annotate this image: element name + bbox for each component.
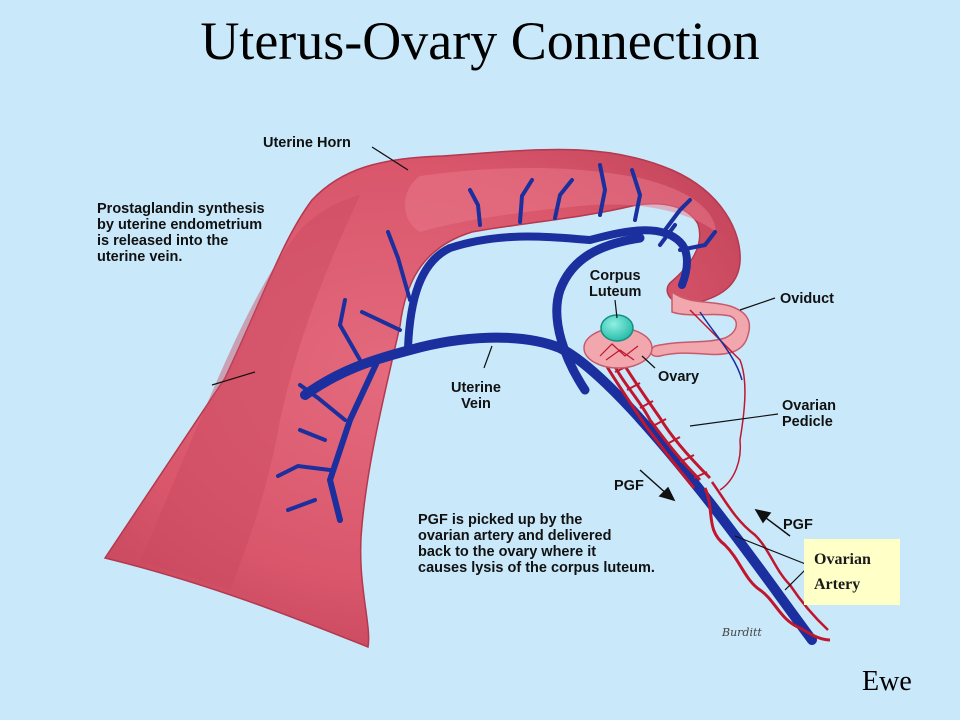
uterine-vein-label-line: Vein <box>461 396 491 412</box>
uterine-vein-label: Uterine Vein <box>451 380 501 412</box>
pgf-left-label: PGF <box>614 478 644 494</box>
oviduct-vessels <box>689 309 746 491</box>
species-label: Ewe <box>862 666 912 697</box>
prostaglandin-note-line: by uterine endometrium <box>97 217 263 233</box>
slide-title: Uterus-Ovary Connection <box>200 11 760 71</box>
prostaglandin-note-line: uterine vein. <box>97 249 183 265</box>
oviduct-label: Oviduct <box>780 291 834 307</box>
prostaglandin-note: Prostaglandin synthesis by uterine endom… <box>97 201 265 265</box>
uterine-horn-label: Uterine Horn <box>263 135 351 151</box>
uterine-vein-label-line: Uterine <box>451 380 501 396</box>
ovarian-pedicle-label-line: Pedicle <box>782 414 833 430</box>
ovarian-artery-vessel-2 <box>710 481 829 631</box>
pgf-note-line: back to the ovary where it <box>418 544 597 560</box>
uterine-horn-shape <box>103 148 741 649</box>
corpus-luteum-label-line: Corpus <box>589 268 641 284</box>
prostaglandin-note-line: Prostaglandin synthesis <box>97 201 265 217</box>
ovarian-pedicle-label: Ovarian Pedicle <box>782 398 836 430</box>
uterine-vein-left-branch <box>326 357 381 523</box>
pgf-note-line: causes lysis of the corpus luteum. <box>418 560 655 576</box>
corpus-luteum-label: Corpus Luteum <box>589 268 641 300</box>
corpus-luteum-label-line: Luteum <box>589 284 642 300</box>
uterine-vein-upper-loop <box>404 226 691 352</box>
prostaglandin-note-line: is released into the <box>97 233 229 249</box>
pgf-note: PGF is picked up by the ovarian artery a… <box>418 512 655 576</box>
ovarian-artery-callout: Ovarian Artery <box>804 539 900 605</box>
ovarian-pedicle-label-line: Ovarian <box>782 398 836 414</box>
pgf-note-line: PGF is picked up by the <box>418 512 583 528</box>
ovary-vessels <box>599 343 639 361</box>
pgf-arrows <box>639 469 791 537</box>
leader-lines <box>211 146 809 591</box>
pgf-right-label: PGF <box>783 517 813 533</box>
ovarian-artery-callout-line: Ovarian <box>814 551 871 568</box>
uterine-vein-trunk <box>300 332 817 645</box>
ovarian-artery-vessel <box>703 487 831 642</box>
corpus-luteum-shape <box>600 314 634 342</box>
pgf-note-line: ovarian artery and delivered <box>418 528 612 544</box>
uterine-vein-inner-arc <box>552 233 645 395</box>
artist-signature: Burditt <box>722 626 762 639</box>
oviduct-shape <box>650 290 751 358</box>
ovary-label: Ovary <box>658 369 700 385</box>
ovarian-artery-callout-line: Artery <box>814 576 861 593</box>
ovarian-pedicle-coil <box>604 357 712 489</box>
uterine-horn-shading <box>140 195 360 590</box>
